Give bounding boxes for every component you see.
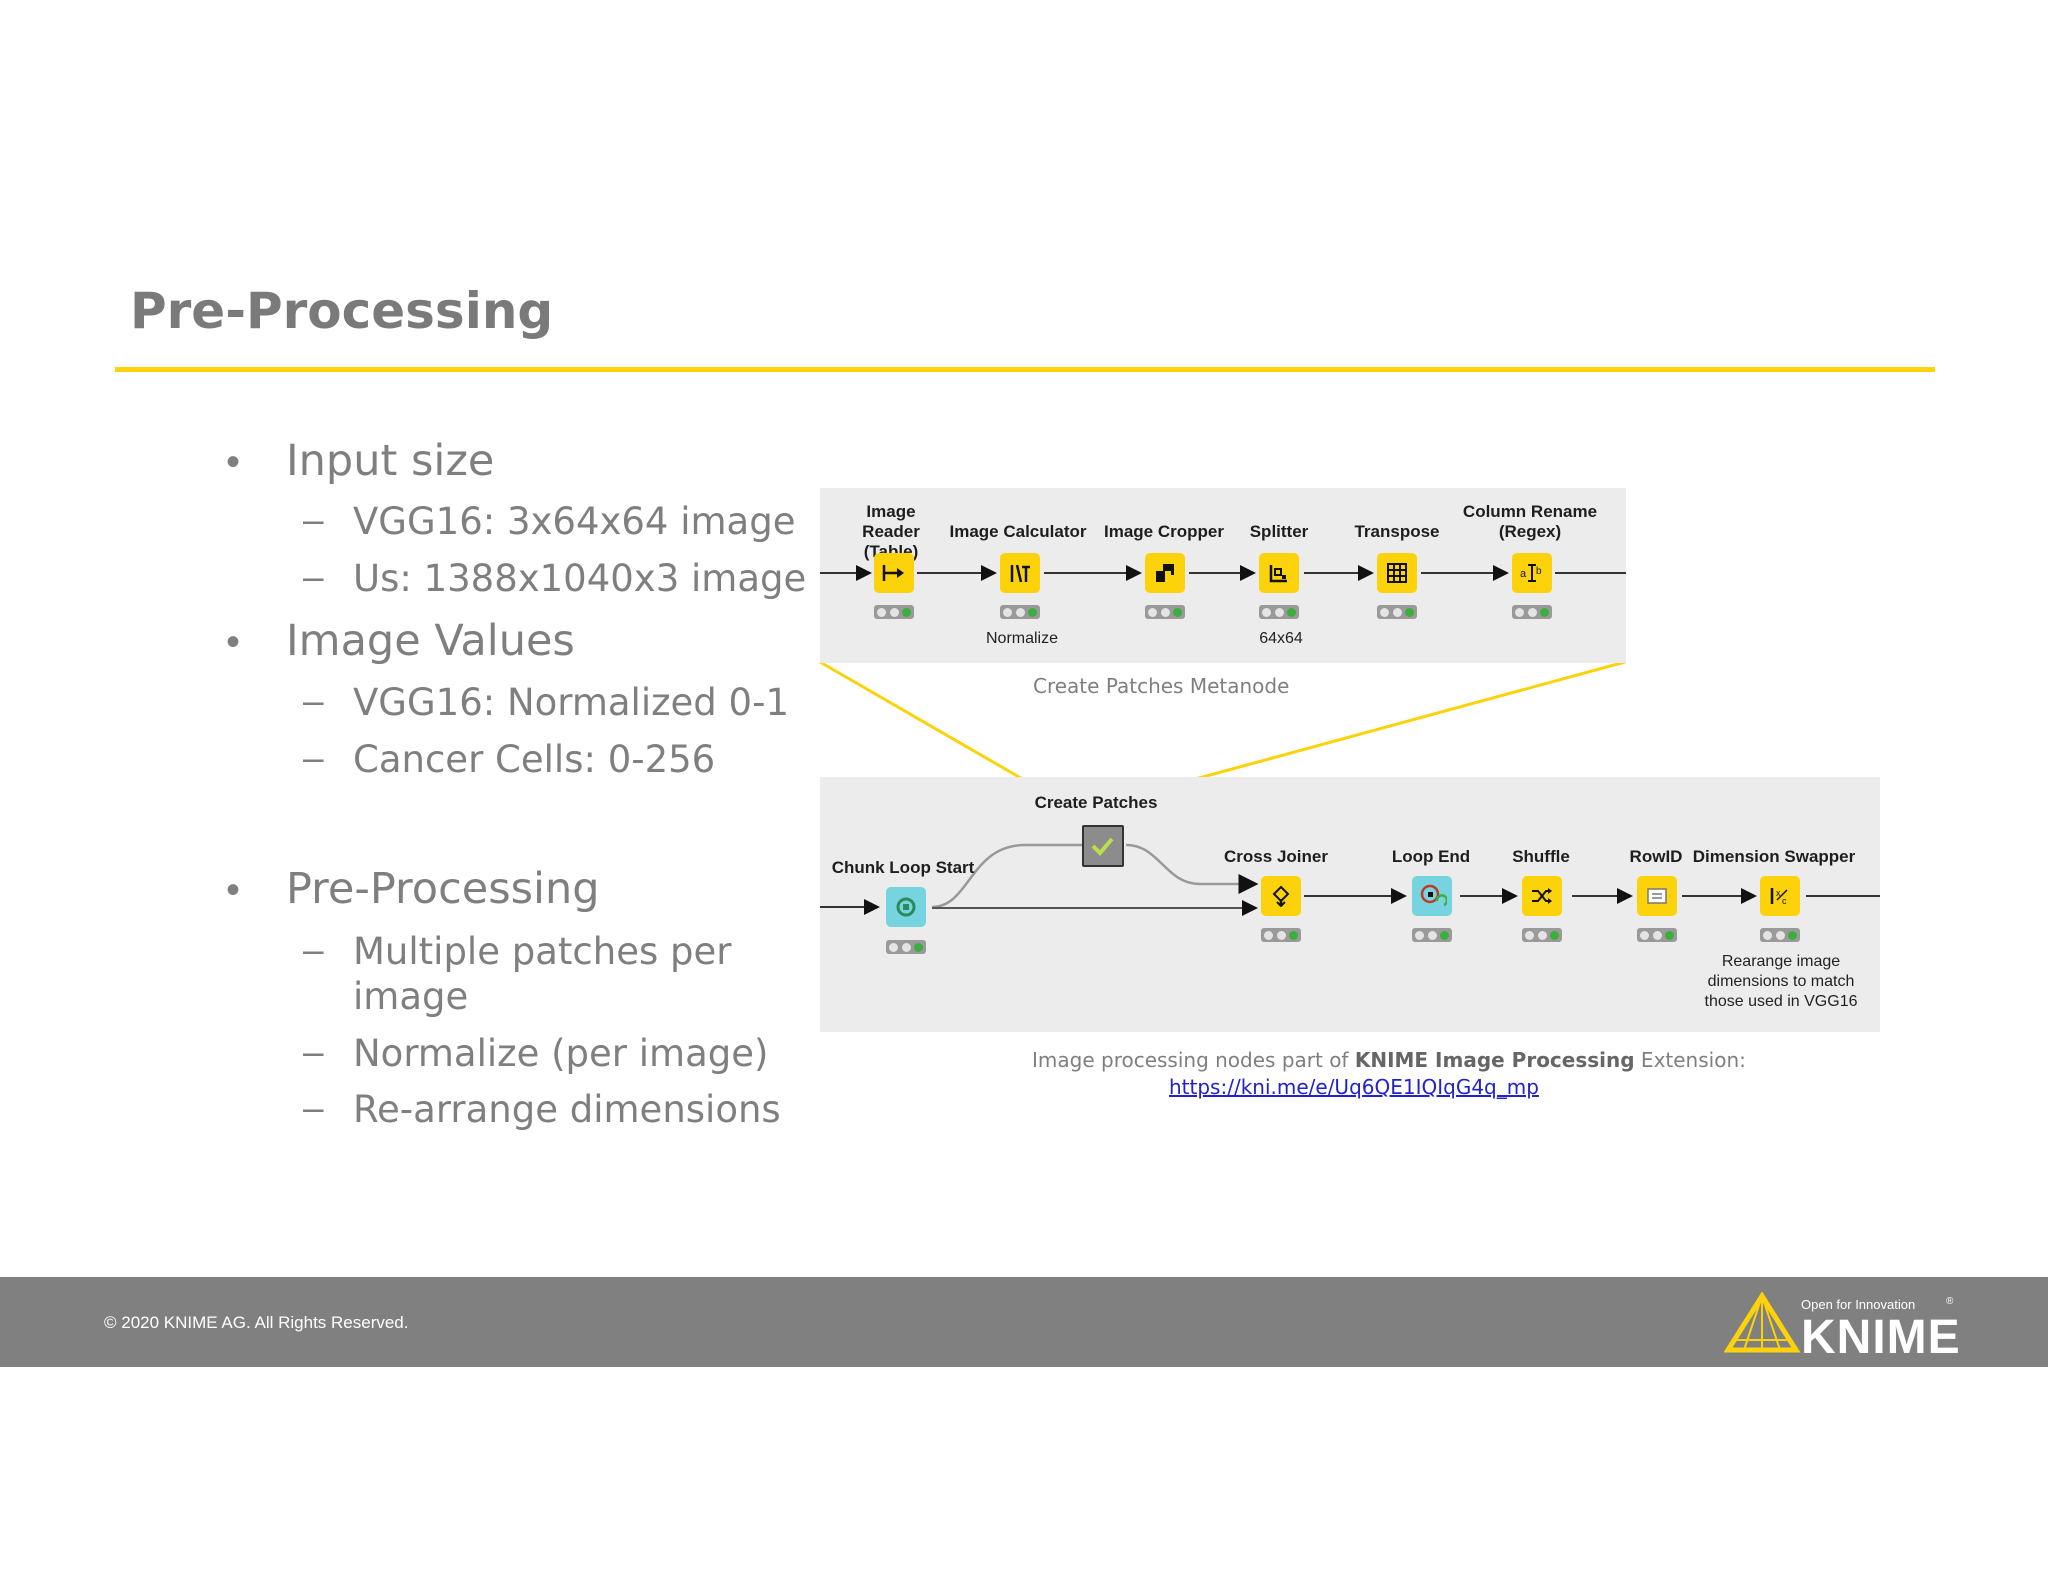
- node-image-calculator[interactable]: [1000, 553, 1040, 593]
- sub-dash: –: [303, 1031, 324, 1072]
- node-label: Loop End: [1391, 847, 1471, 866]
- splitter-icon: [1269, 565, 1287, 583]
- node-label: RowID: [1629, 847, 1683, 866]
- bullet-image-values: Image Values: [286, 616, 575, 666]
- sub-bullet: Re-arrange dimensions: [353, 1088, 781, 1131]
- node-loop-end[interactable]: [1412, 876, 1452, 916]
- node-chunk-loop-start[interactable]: [886, 887, 926, 927]
- title-underline: [115, 367, 1935, 372]
- node-image-cropper[interactable]: [1145, 553, 1185, 593]
- logo-wordmark: KNIME: [1801, 1311, 1961, 1364]
- extension-note-bold: KNIME Image Processing: [1354, 1048, 1635, 1072]
- node-label: Chunk Loop Start: [831, 858, 975, 877]
- bullet-pre-processing: Pre-Processing: [286, 864, 600, 914]
- sub-dash: –: [303, 737, 324, 778]
- node-label: Shuffle: [1512, 847, 1570, 866]
- node-label: Cross Joiner: [1224, 847, 1328, 866]
- metanode-connections: [820, 565, 1626, 581]
- registered-mark-icon: ®: [1946, 1296, 1954, 1307]
- node-status: [886, 940, 926, 954]
- node-status: [1760, 928, 1800, 942]
- bullet-dot: •: [226, 440, 241, 484]
- node-label: Transpose: [1354, 522, 1440, 541]
- loop-end-icon: [1420, 884, 1447, 907]
- workflow-connections: [820, 843, 1880, 916]
- knime-logo-icon: [1724, 1292, 1801, 1353]
- node-label: Image Calculator: [949, 522, 1087, 541]
- node-status: [1145, 605, 1185, 619]
- sub-bullet: VGG16: Normalized 0-1: [353, 681, 789, 724]
- node-label: Image Cropper: [1104, 522, 1224, 541]
- node-label: Create Patches: [1034, 793, 1158, 812]
- bullet-input-size: Input size: [286, 436, 495, 486]
- metanode-panel: Image Reader (Table) Image Calculator No…: [820, 488, 1626, 663]
- node-annotation: Normalize: [985, 630, 1059, 647]
- node-annotation: 64x64: [1259, 630, 1303, 647]
- node-label: Splitter: [1249, 522, 1309, 541]
- cross-joiner-icon: [1272, 885, 1290, 907]
- node-transpose[interactable]: [1377, 553, 1417, 593]
- node-status: [1259, 605, 1299, 619]
- sub-bullet: Multiple patches per image: [353, 930, 732, 1018]
- slide-title: Pre-Processing: [130, 282, 554, 340]
- sub-bullet: Normalize (per image): [353, 1032, 769, 1075]
- node-status: [1412, 928, 1452, 942]
- transpose-icon: [1387, 563, 1407, 583]
- dimension-swapper-icon: xc: [1770, 888, 1788, 906]
- extension-link[interactable]: https://kni.me/e/Uq6QE1IQIqG4q_mp: [1169, 1075, 1539, 1099]
- node-rowid[interactable]: [1637, 876, 1677, 916]
- bullet-dot: •: [226, 868, 241, 912]
- node-status: [1522, 928, 1562, 942]
- node-status: [1637, 928, 1677, 942]
- sub-dash: –: [303, 929, 324, 970]
- svg-text:x: x: [1776, 888, 1781, 898]
- workflow-panel: Chunk Loop Start Create Patches Cross Jo…: [820, 777, 1880, 1032]
- svg-text:a: a: [1520, 568, 1527, 580]
- sub-dash: –: [303, 680, 324, 721]
- node-label: Column Rename (Regex): [1462, 502, 1598, 541]
- node-status: [1377, 605, 1417, 619]
- extension-note-suffix: Extension:: [1634, 1048, 1746, 1072]
- node-create-patches-metanode[interactable]: [1082, 825, 1124, 867]
- metanode-icon: [1091, 837, 1114, 856]
- sub-bullet: Us: 1388x1040x3 image: [353, 557, 807, 600]
- svg-text:b: b: [1536, 566, 1542, 577]
- logo-tagline: Open for Innovation: [1801, 1297, 1916, 1312]
- image-cropper-icon: [1156, 564, 1174, 582]
- rowid-icon: [1647, 888, 1667, 904]
- node-splitter[interactable]: [1259, 553, 1299, 593]
- node-status: [1512, 605, 1552, 619]
- footer-bar: [0, 1277, 2048, 1367]
- node-status: [1261, 928, 1301, 942]
- copyright-text: © 2020 KNIME AG. All Rights Reserved.: [104, 1313, 409, 1332]
- image-calculator-icon: [1010, 564, 1030, 583]
- metanode-caption: Create Patches Metanode: [1033, 674, 1290, 698]
- node-shuffle[interactable]: [1522, 876, 1562, 916]
- node-label: Dimension Swapper: [1692, 847, 1856, 866]
- extension-link-wrap: https://kni.me/e/Uq6QE1IQIqG4q_mp: [1169, 1075, 1539, 1099]
- bullet-dot: •: [226, 620, 241, 664]
- sub-dash: –: [303, 1087, 324, 1128]
- chunk-loop-start-icon: [896, 897, 916, 917]
- sub-bullet: VGG16: 3x64x64 image: [353, 500, 796, 543]
- node-image-reader[interactable]: [874, 553, 914, 593]
- node-status: [874, 605, 914, 619]
- image-reader-icon: [882, 565, 904, 581]
- node-status: [1000, 605, 1040, 619]
- node-cross-joiner[interactable]: [1261, 876, 1301, 916]
- shuffle-icon: [1532, 888, 1552, 904]
- extension-note: Image processing nodes part of KNIME Ima…: [1032, 1048, 1746, 1072]
- node-annotation: Rearange image dimensions to match those…: [1704, 953, 1858, 1010]
- sub-dash: –: [303, 556, 324, 597]
- svg-text:c: c: [1782, 896, 1787, 906]
- extension-note-prefix: Image processing nodes part of: [1032, 1048, 1355, 1072]
- sub-dash: –: [303, 499, 324, 540]
- sub-bullet: Cancer Cells: 0-256: [353, 738, 716, 781]
